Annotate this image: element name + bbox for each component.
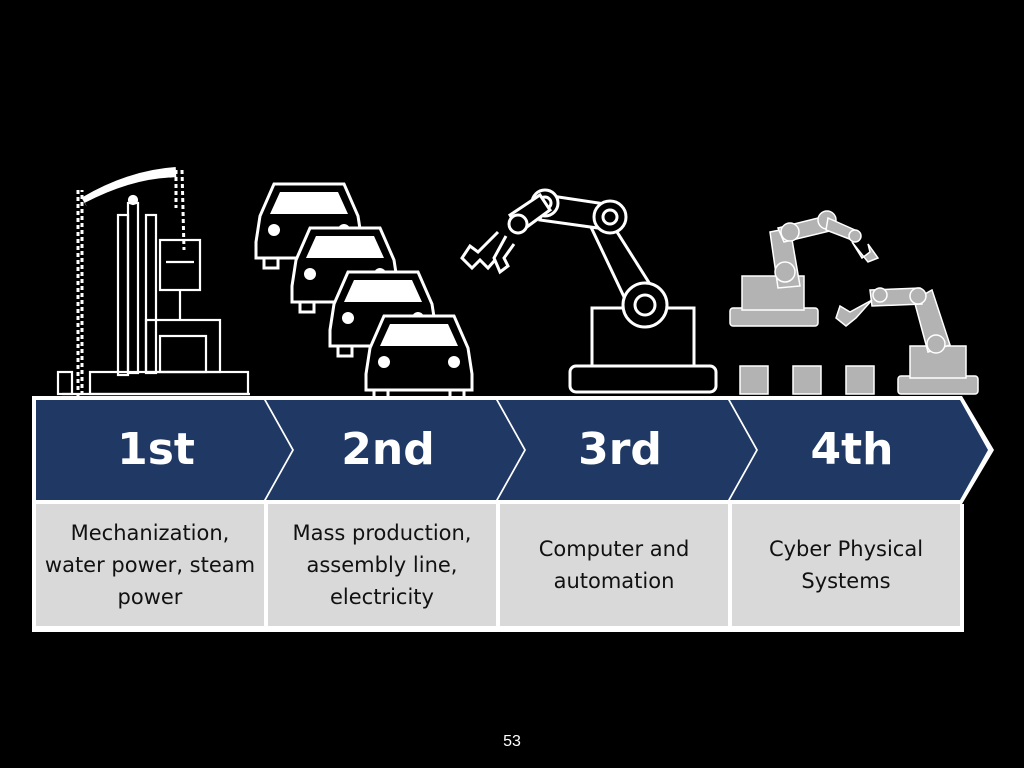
car-headlight	[378, 356, 390, 368]
car-wheel	[336, 344, 354, 358]
car-window	[306, 236, 384, 258]
description-line: Mechanization,	[70, 521, 230, 545]
stage-description-1st: Mechanization, water power, steam power	[36, 504, 264, 626]
description-line: Mass production,	[292, 521, 472, 545]
car-window	[380, 324, 458, 346]
description-line: power	[117, 585, 183, 609]
stage-description-4th: Cyber Physical Systems	[732, 504, 960, 626]
page-number: 53	[503, 733, 521, 750]
description-line: Cyber Physical	[768, 537, 924, 561]
car-window	[344, 280, 422, 302]
description-line: assembly line,	[306, 553, 458, 577]
description-line: electricity	[330, 585, 434, 609]
car-headlight	[448, 356, 460, 368]
stage-chevron-1st	[36, 400, 292, 500]
assembly-line-cars-icon	[254, 182, 474, 402]
description-line: Systems	[801, 569, 891, 593]
stage-label-1st: 1st	[117, 424, 195, 475]
stage-chevron-3rd	[498, 400, 756, 500]
stage-label-4th: 4th	[810, 424, 894, 475]
car-headlight	[304, 268, 316, 280]
pumpjack-steam-engine-icon	[56, 167, 250, 396]
stage-label-2nd: 2nd	[341, 424, 435, 475]
car-wheel	[298, 300, 316, 314]
description-line: Computer and	[538, 537, 690, 561]
stage-description-2nd: Mass production, assembly line, electric…	[268, 504, 496, 626]
car-wheel	[262, 256, 280, 270]
stage-description-3rd: Computer and automation	[500, 504, 728, 626]
stage-label-3rd: 3rd	[578, 424, 662, 475]
car-headlight	[342, 312, 354, 324]
stage-chevron-2nd	[266, 400, 524, 500]
description-line: water power, steam	[44, 553, 256, 577]
description-line: automation	[553, 569, 675, 593]
robot-arm-icon	[460, 188, 718, 394]
stage-chevron-4th	[730, 400, 988, 500]
cyber-physical-robots-icon	[729, 210, 979, 395]
car-headlight	[268, 224, 280, 236]
car-window	[270, 192, 348, 214]
